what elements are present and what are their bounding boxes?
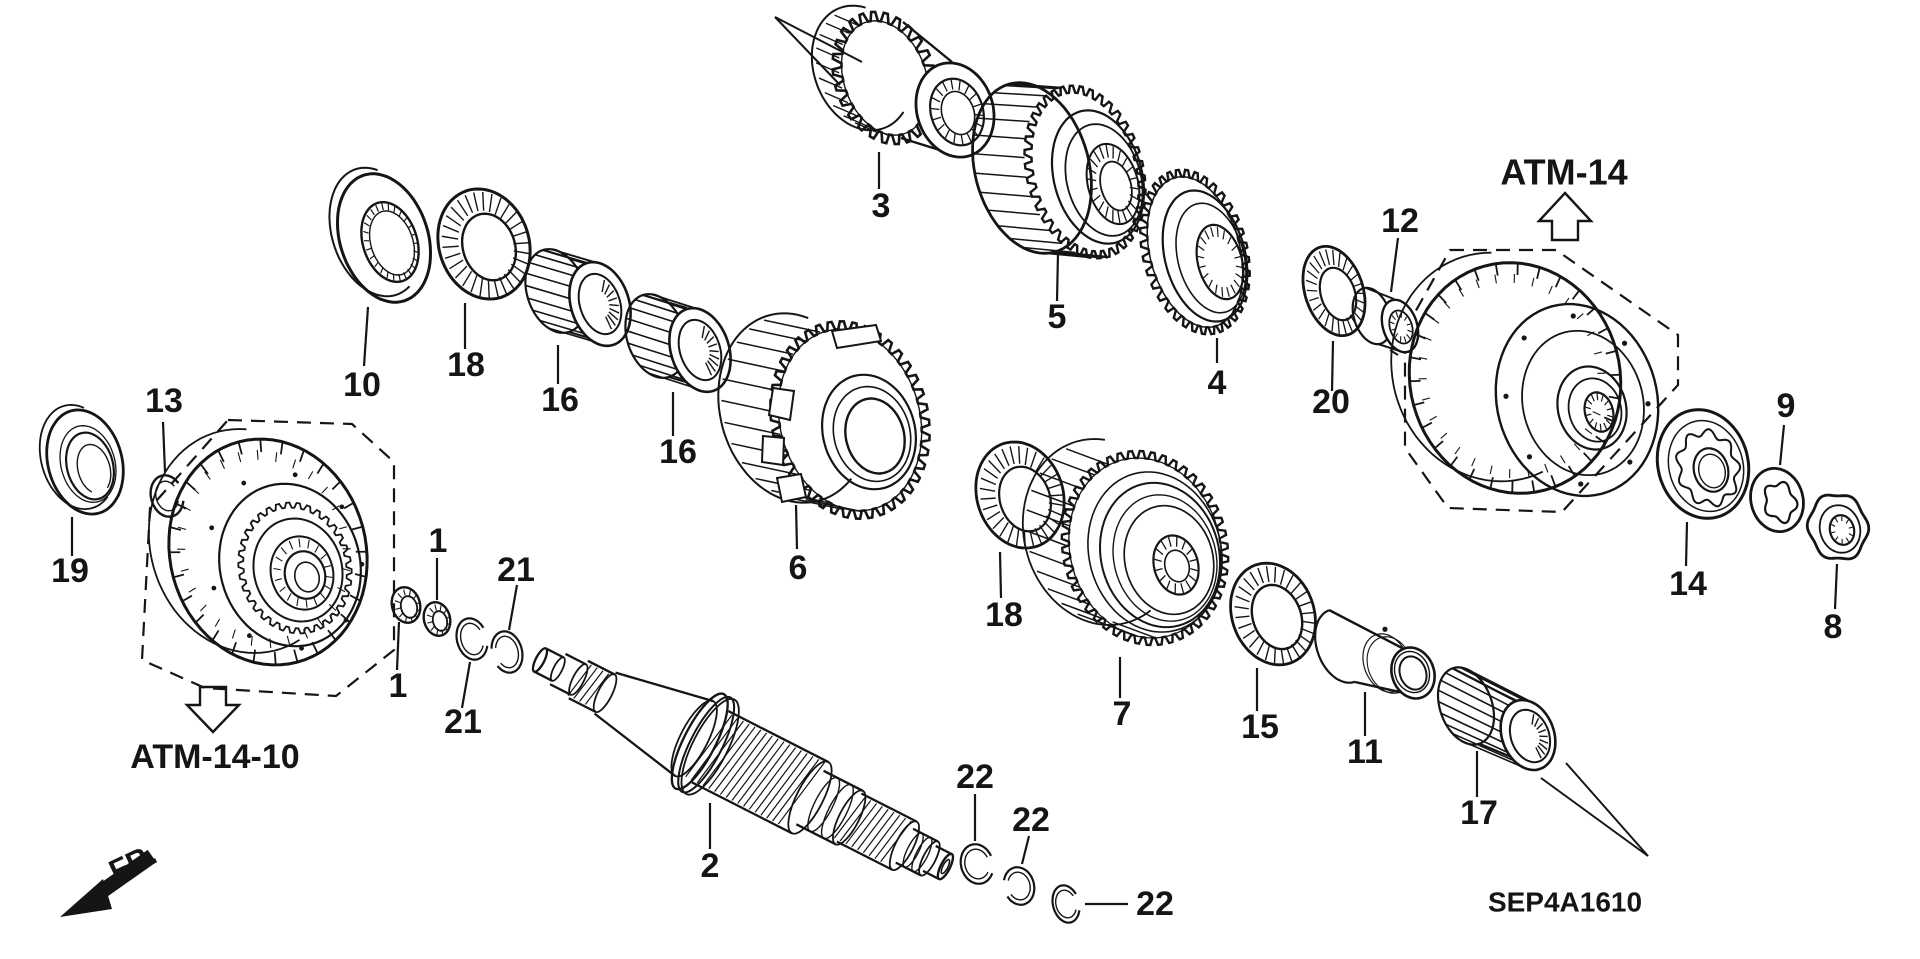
front-direction-arrow-icon — [60, 849, 157, 917]
part-label-5: 5 — [1048, 298, 1067, 336]
part-8-lock-nut — [1805, 493, 1871, 561]
part-11-collar — [1314, 608, 1436, 700]
part-label-17: 17 — [1460, 794, 1498, 832]
part-1-thrust-washer-b — [422, 600, 452, 638]
part-1-thrust-washer-a — [390, 585, 422, 625]
part-5-clutch-gear — [971, 81, 1147, 260]
part-16-needle-bearing-b — [624, 293, 732, 394]
part-15-taper-bearing — [1229, 561, 1317, 667]
atm-14-up-arrow-icon — [1536, 191, 1594, 242]
reference-arrows — [60, 191, 1594, 917]
part-clutch-assembly-atm-14 — [1390, 251, 1660, 498]
part-label-10: 10 — [343, 366, 381, 404]
part-label-19: 19 — [51, 552, 89, 590]
part-21-snap-ring-a — [455, 617, 489, 661]
part-label-16: 16 — [659, 433, 697, 471]
part-label-9: 9 — [1777, 387, 1796, 425]
part-label-18: 18 — [447, 346, 485, 384]
part-label-21: 21 — [444, 703, 482, 741]
part-label-2: 2 — [701, 847, 720, 885]
part-3-pinion-gear — [810, 4, 996, 159]
diagram-code: SEP4A1610 — [1488, 887, 1642, 918]
part-label-7: 7 — [1113, 695, 1132, 733]
part-7-gear — [1021, 438, 1230, 647]
ref-atm-14: ATM-14 — [1500, 152, 1627, 193]
part-label-16: 16 — [541, 381, 579, 419]
part-6-gear — [717, 312, 931, 521]
part-label-12: 12 — [1381, 202, 1419, 240]
part-label-11: 11 — [1347, 733, 1383, 771]
teeth-pointer-lines — [774, 16, 1649, 857]
part-label-22: 22 — [1136, 885, 1174, 923]
part-22-snap-ring-b — [1002, 866, 1036, 906]
part-4-gear — [1139, 168, 1251, 336]
part-19-oil-seal — [38, 403, 125, 516]
part-label-1: 1 — [429, 522, 448, 560]
part-label-4: 4 — [1208, 364, 1227, 402]
atm-14-10-down-arrow-icon — [184, 685, 242, 734]
atm-14-group-boundary — [1403, 248, 1680, 514]
part-label-15: 15 — [1241, 708, 1279, 746]
part-label-20: 20 — [1312, 383, 1350, 421]
part-label-6: 6 — [789, 549, 808, 587]
part-clutch-assembly-atm-14-10 — [148, 428, 369, 667]
part-label-13: 13 — [145, 382, 183, 420]
part-label-14: 14 — [1669, 565, 1707, 603]
part-20-thrust-bearing — [1301, 245, 1367, 337]
ref-atm-14-10: ATM-14-10 — [130, 738, 299, 776]
part-21-snap-ring-b — [490, 630, 524, 674]
part-label-22: 22 — [956, 758, 994, 796]
part-label-22: 22 — [1012, 801, 1050, 839]
part-label-3: 3 — [872, 187, 891, 225]
part-9-lock-washer — [1749, 467, 1805, 533]
part-22-snap-ring-a — [959, 843, 994, 885]
part-14-ball-bearing — [1655, 408, 1751, 520]
atm-14-10-group-boundary — [140, 418, 396, 698]
part-18-thrust-bearing-b — [974, 440, 1066, 550]
part-17-needle-bearing — [1436, 666, 1557, 772]
part-label-18: 18 — [985, 596, 1023, 634]
part-label-8: 8 — [1824, 608, 1843, 646]
part-22-snap-ring-c — [1051, 884, 1081, 924]
part-2-secondary-shaft — [531, 647, 955, 881]
part-10-seal-ring — [328, 166, 433, 304]
part-label-21: 21 — [497, 551, 535, 589]
part-18-thrust-bearing-a — [436, 187, 532, 301]
part-label-1: 1 — [389, 667, 408, 705]
part-16-needle-bearing-a — [524, 248, 632, 348]
